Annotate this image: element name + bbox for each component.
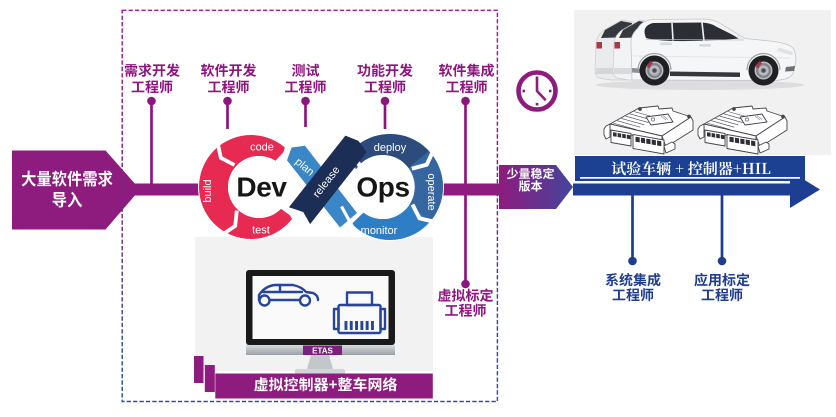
svg-text:build: build: [202, 179, 214, 202]
svg-text:Dev: Dev: [236, 172, 287, 203]
svg-text:deploy: deploy: [374, 142, 407, 154]
svg-text:Ops: Ops: [356, 172, 409, 203]
svg-text:operate: operate: [425, 173, 437, 210]
svg-text:ETAS: ETAS: [312, 347, 333, 356]
svg-text:test: test: [252, 225, 270, 237]
svg-text:code: code: [250, 142, 274, 154]
svg-text:monitor: monitor: [361, 225, 398, 237]
